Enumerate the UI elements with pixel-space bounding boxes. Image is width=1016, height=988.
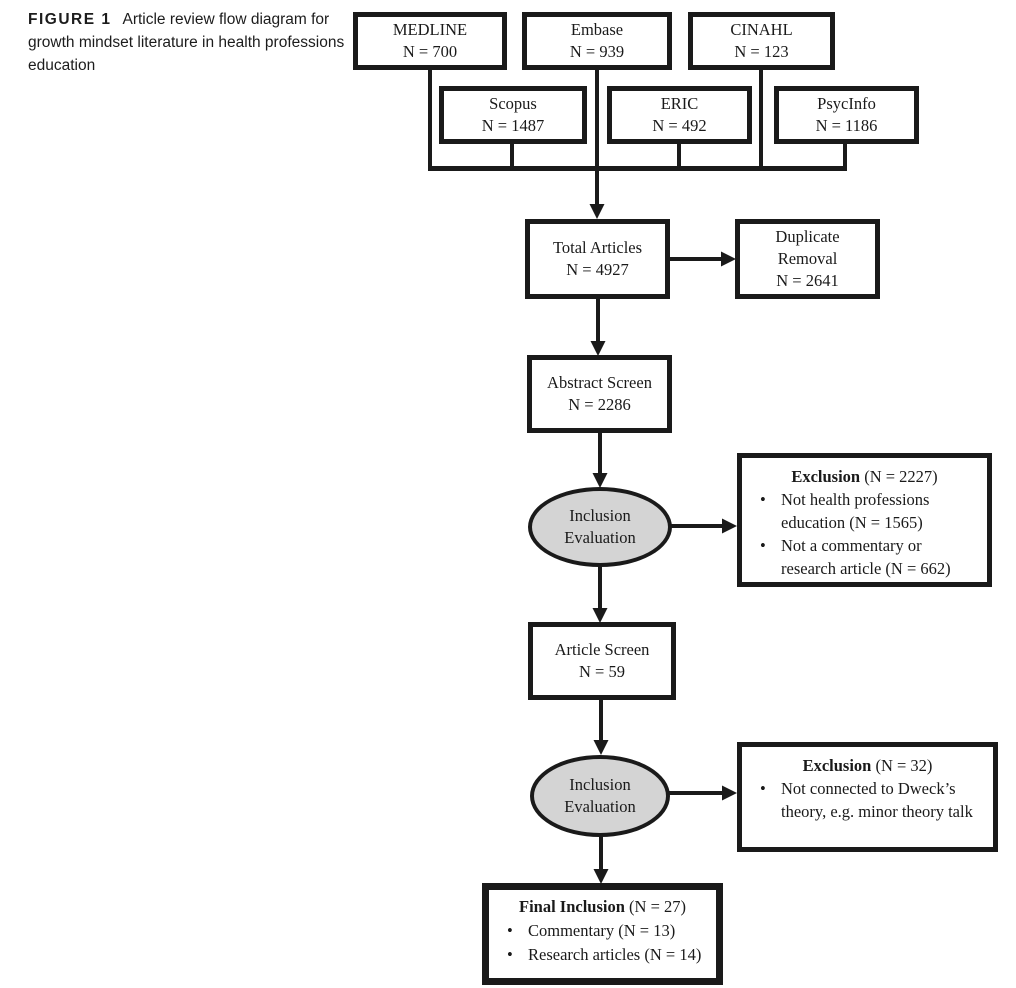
bullet-icon: • bbox=[760, 490, 766, 509]
exclusion-title-count: (N = 32) bbox=[871, 756, 933, 775]
node-label: PsycInfo bbox=[817, 94, 876, 113]
node-label: ERIC bbox=[660, 94, 699, 113]
exclusion-title-count: (N = 2227) bbox=[860, 467, 938, 486]
node-label: Duplicate Removal bbox=[775, 227, 840, 268]
arrowhead-to-exclusion2 bbox=[722, 785, 737, 801]
final-title: Final Inclusion (N = 27) bbox=[497, 895, 708, 919]
arrowhead-to-inclusion1 bbox=[592, 473, 608, 488]
node-label: Inclusion Evaluation bbox=[564, 506, 636, 547]
node-count: N = 700 bbox=[402, 42, 458, 61]
node-count: N = 2641 bbox=[776, 271, 839, 290]
bullet-icon: • bbox=[507, 945, 513, 964]
node-label: MEDLINE bbox=[392, 20, 468, 39]
exclusion-bullet: • Not health professions education (N = … bbox=[750, 488, 979, 534]
bullet-text: Not a commentary or research article (N … bbox=[781, 536, 951, 578]
final-title-bold: Final Inclusion bbox=[518, 897, 625, 916]
node-duplicate-removal: Duplicate Removal N = 2641 bbox=[735, 219, 880, 299]
node-count: N = 939 bbox=[569, 42, 625, 61]
node-label: Embase bbox=[570, 20, 624, 39]
node-label: CINAHL bbox=[730, 20, 793, 39]
arrowhead-to-duplicate bbox=[721, 251, 736, 267]
node-label: Abstract Screen bbox=[547, 373, 652, 392]
exclusion-bullet: • Not connected to Dweck’s theory, e.g. … bbox=[750, 777, 985, 823]
exclusion-bullet: • Not a commentary or research article (… bbox=[750, 534, 979, 580]
node-embase: Embase N = 939 bbox=[522, 12, 672, 70]
node-label: Total Articles bbox=[552, 238, 643, 257]
node-total-articles: Total Articles N = 4927 bbox=[525, 219, 670, 299]
node-medline: MEDLINE N = 700 bbox=[353, 12, 507, 70]
node-scopus: Scopus N = 1487 bbox=[439, 86, 587, 144]
exclusion-title: Exclusion (N = 32) bbox=[750, 754, 985, 777]
final-bullet: • Commentary (N = 13) bbox=[497, 919, 708, 943]
node-psycinfo: PsycInfo N = 1186 bbox=[774, 86, 919, 144]
node-cinahl: CINAHL N = 123 bbox=[688, 12, 835, 70]
final-bullet: • Research articles (N = 14) bbox=[497, 943, 708, 967]
node-count: N = 492 bbox=[652, 116, 707, 135]
node-abstract-screen: Abstract Screen N = 2286 bbox=[527, 355, 672, 433]
exclusion-title-bold: Exclusion bbox=[802, 756, 872, 775]
node-label: Article Screen bbox=[554, 640, 650, 659]
bullet-text: Research articles (N = 14) bbox=[528, 945, 702, 964]
arrowhead-to-inclusion2 bbox=[593, 740, 609, 755]
bullet-text: Not health professions education (N = 15… bbox=[781, 490, 930, 532]
node-label: Scopus bbox=[489, 94, 537, 113]
node-count: N = 59 bbox=[579, 662, 625, 681]
bullet-icon: • bbox=[760, 536, 766, 555]
node-inclusion-evaluation-1: Inclusion Evaluation bbox=[528, 487, 672, 567]
node-exclusion-1: Exclusion (N = 2227) • Not health profes… bbox=[737, 453, 992, 587]
arrowhead-to-article bbox=[592, 608, 608, 623]
arrowhead-to-exclusion1 bbox=[722, 518, 737, 534]
node-count: N = 1487 bbox=[481, 116, 545, 135]
figure-number: FIGURE 1 bbox=[28, 11, 112, 28]
node-count: N = 123 bbox=[734, 42, 789, 61]
final-title-count: (N = 27) bbox=[624, 897, 686, 916]
node-inclusion-evaluation-2: Inclusion Evaluation bbox=[530, 755, 670, 837]
exclusion-title-bold: Exclusion bbox=[791, 467, 861, 486]
node-eric: ERIC N = 492 bbox=[607, 86, 752, 144]
node-final-inclusion: Final Inclusion (N = 27) • Commentary (N… bbox=[482, 883, 723, 985]
node-count: N = 2286 bbox=[568, 395, 631, 414]
node-label: Inclusion Evaluation bbox=[564, 775, 636, 816]
bullet-text: Commentary (N = 13) bbox=[528, 921, 676, 940]
arrowhead-to-final bbox=[593, 869, 609, 884]
arrowhead-to-total bbox=[589, 204, 605, 219]
bullet-icon: • bbox=[760, 779, 766, 798]
node-count: N = 4927 bbox=[566, 260, 629, 279]
node-count: N = 1186 bbox=[815, 116, 878, 135]
node-article-screen: Article Screen N = 59 bbox=[528, 622, 676, 700]
exclusion-title: Exclusion (N = 2227) bbox=[750, 465, 979, 488]
arrowhead-to-abstract bbox=[590, 341, 606, 356]
figure-caption-text: Article review flow diagram for growth m… bbox=[28, 11, 345, 74]
bullet-text: Not connected to Dweck’s theory, e.g. mi… bbox=[781, 779, 973, 821]
bullet-icon: • bbox=[507, 921, 513, 940]
node-exclusion-2: Exclusion (N = 32) • Not connected to Dw… bbox=[737, 742, 998, 852]
